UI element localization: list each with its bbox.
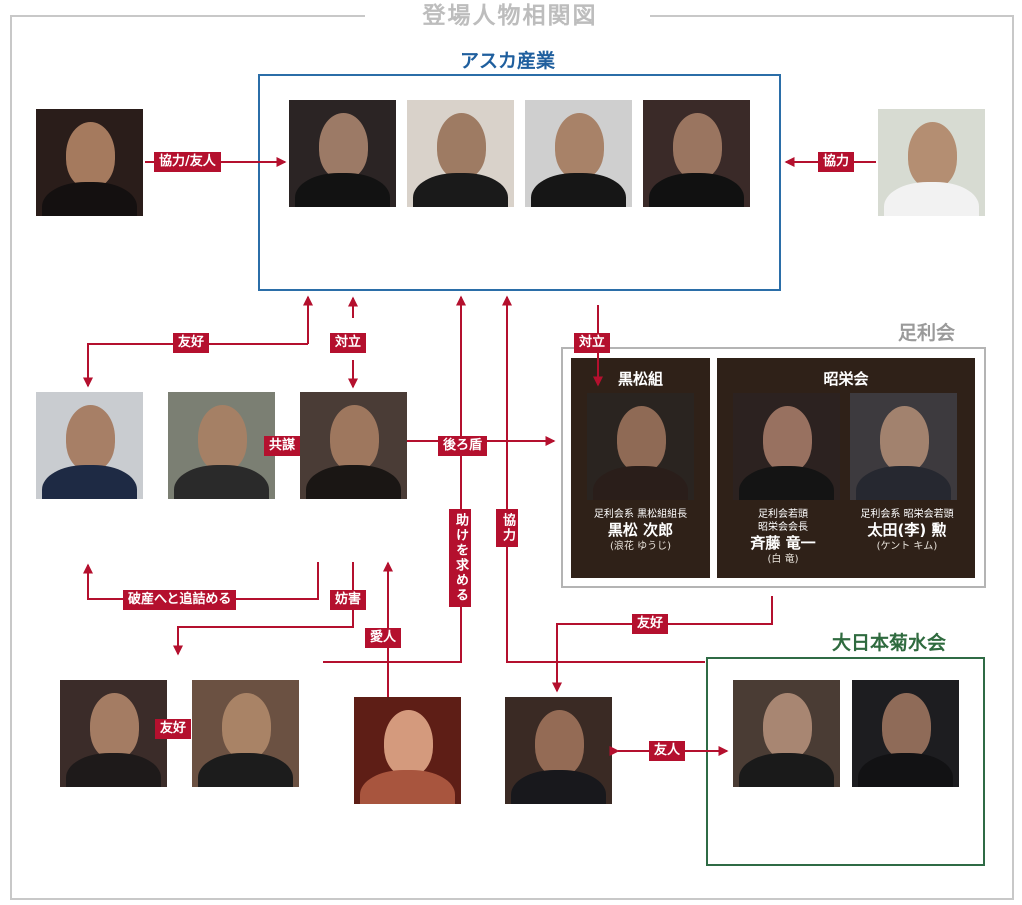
label-aijin: 愛人 <box>365 628 402 648</box>
portrait-kikusui-2 <box>852 680 959 787</box>
portrait-asuka-2 <box>407 100 514 207</box>
arrow-tasuke-wo-motomeru <box>323 295 466 663</box>
portrait-ota-isao <box>850 393 957 500</box>
asuka-sangyo-box <box>258 74 781 291</box>
label-ushirodate: 後ろ盾 <box>438 436 488 456</box>
portrait-asuka-3 <box>525 100 632 207</box>
label-bogai: 妨害 <box>330 590 367 610</box>
label-yujin-bottom: 友人 <box>649 741 686 761</box>
label-yuko-right: 友好 <box>632 614 669 634</box>
arrow-yuko-right <box>552 596 773 693</box>
ota-isao-affiliation: 足利会系 昭栄会若頭 <box>860 509 954 520</box>
portrait-conspirator-glasses <box>168 392 275 499</box>
saito-ryuichi-info: 足利会若頭 昭栄会会長 斉藤 竜一 (白 竜) <box>725 508 841 567</box>
kuromatsu-jiro-affiliation: 足利会系 黒松組組長 <box>593 509 688 520</box>
shoei-kai-label: 昭栄会 <box>823 370 869 388</box>
portrait-kuromatsu-jiro <box>587 393 694 500</box>
label-kyobo: 共謀 <box>264 436 301 456</box>
portrait-right-cooperator <box>878 109 985 216</box>
portrait-asuka-1 <box>289 100 396 207</box>
frame-top-right-rule <box>650 15 1014 17</box>
frame-top-left-rule <box>10 15 365 17</box>
portrait-asuka-4 <box>643 100 750 207</box>
portrait-lover <box>354 697 461 804</box>
chart-title: 登場人物相関図 <box>422 2 598 29</box>
kuromatsu-jiro-name: 黒松 次郎 <box>607 521 674 539</box>
asuka-sangyo-label: アスカ産業 <box>460 50 556 72</box>
label-hasan-e-to-oitsumeru: 破産へと追詰める <box>123 590 237 610</box>
ota-isao-actor: (ケント キム) <box>876 541 938 552</box>
ashikaga-kai-box <box>561 347 986 588</box>
saito-ryuichi-actor: (白 竜) <box>767 554 799 565</box>
label-kyoryoku-vertical: 協力 <box>496 509 518 547</box>
portrait-friendly-left <box>36 392 143 499</box>
saito-ryuichi-affiliation-2: 昭栄会会長 <box>758 522 808 533</box>
label-kyoryoku-yujin: 協力/友人 <box>154 152 221 172</box>
saito-ryuichi-name: 斉藤 竜一 <box>750 534 816 552</box>
kuromatsu-jiro-actor: (浪花 ゆうじ) <box>610 541 671 552</box>
outer-frame <box>10 16 1014 900</box>
ota-isao-info: 足利会系 昭栄会若頭 太田(李) 勲 (ケント キム) <box>842 508 972 554</box>
portrait-bottom-left-1 <box>60 680 167 787</box>
label-tasuke-wo-motomeru: 助けを求める <box>449 509 471 607</box>
label-tairitsu-center: 対立 <box>330 333 367 353</box>
arrow-kyoryoku-vertical <box>502 295 705 663</box>
ashikaga-kai-label: 足利会 <box>898 322 956 344</box>
label-yuko-left: 友好 <box>173 333 210 353</box>
arrow-yuko-down <box>83 343 308 388</box>
kuromatsu-jiro-info: 足利会系 黒松組組長 黒松 次郎 (浪花 ゆうじ) <box>578 508 703 554</box>
portrait-left-ally <box>36 109 143 216</box>
ota-isao-name: 太田(李) 勲 <box>867 521 947 539</box>
dainippon-kikusui-kai-box <box>706 657 985 866</box>
label-kyoryoku-right: 協力 <box>818 152 855 172</box>
dainippon-kikusui-kai-label: 大日本菊水会 <box>832 632 947 654</box>
label-yuko-bottom: 友好 <box>155 719 192 739</box>
portrait-conspirator-main <box>300 392 407 499</box>
portrait-saito-ryuichi <box>733 393 840 500</box>
portrait-kikusui-1 <box>733 680 840 787</box>
portrait-phone-man <box>505 697 612 804</box>
portrait-bottom-left-2 <box>192 680 299 787</box>
kuromatsu-gumi-label: 黒松組 <box>617 370 663 388</box>
label-tairitsu-right: 対立 <box>574 333 611 353</box>
saito-ryuichi-affiliation: 足利会若頭 <box>758 509 808 520</box>
